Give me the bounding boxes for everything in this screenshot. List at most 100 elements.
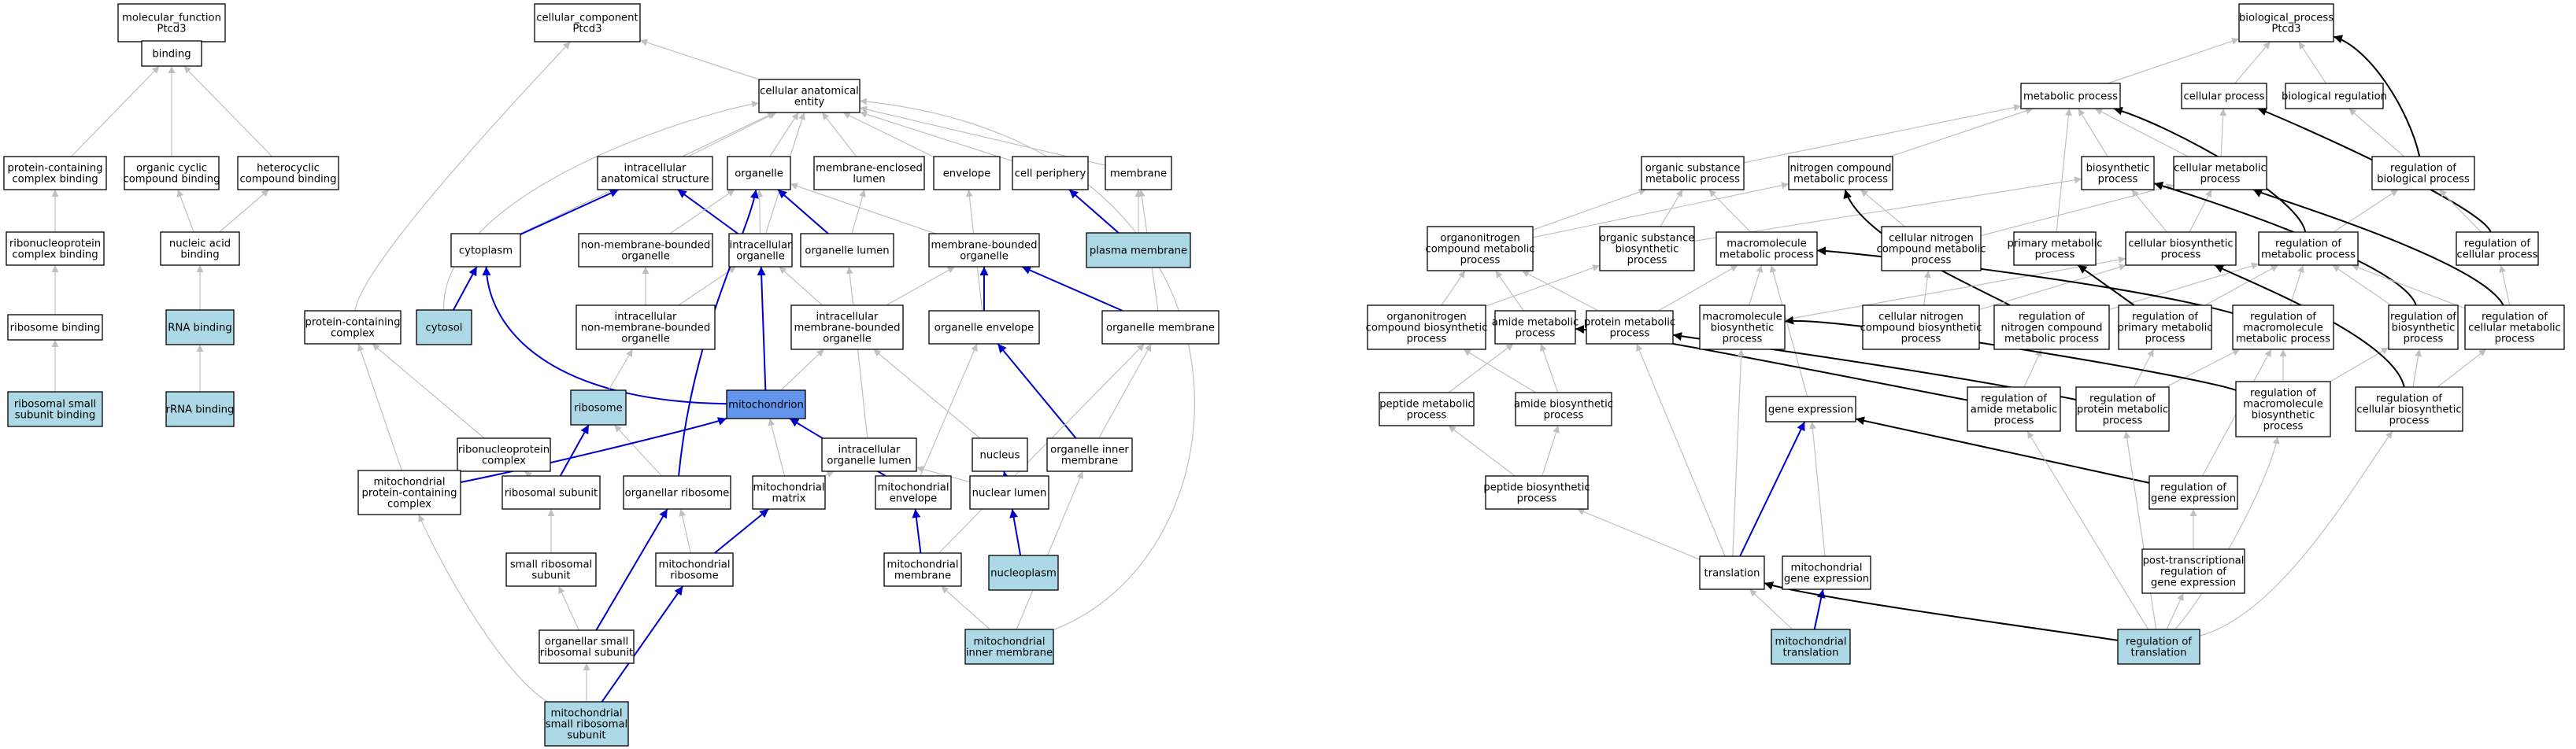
node-label-line: complex binding xyxy=(12,249,98,261)
node-intra-nmb[interactable]: intracellularnon-membrane-boundedorganel… xyxy=(576,304,716,350)
node-nucleus[interactable]: nucleus xyxy=(972,437,1028,472)
node-metabolic[interactable]: metabolic process xyxy=(2020,83,2121,109)
node-bio-regulation[interactable]: biological regulation xyxy=(2282,83,2387,109)
node-label-line: ribonucleoprotein xyxy=(9,238,101,250)
node-box xyxy=(1367,304,1486,350)
node-binding[interactable]: binding xyxy=(141,40,202,67)
node-rna-binding[interactable]: RNA binding xyxy=(165,309,235,345)
node-envelope[interactable]: envelope xyxy=(933,156,1001,190)
node-cellular-process[interactable]: cellular process xyxy=(2181,83,2267,109)
node-ribosome-binding[interactable]: ribosome binding xyxy=(7,314,103,341)
node-org-ribosome[interactable]: organellar ribosome xyxy=(623,475,731,510)
node-nuclear-lumen[interactable]: nuclear lumen xyxy=(969,475,1049,510)
node-org-membrane[interactable]: organelle membrane xyxy=(1101,310,1220,345)
node-mitochondrion[interactable]: mitochondrion xyxy=(726,389,806,419)
node-membrane[interactable]: membrane xyxy=(1105,156,1172,190)
node-label-line: envelope xyxy=(890,493,938,505)
node-label-line: membrane xyxy=(894,570,951,582)
node-plasma-membrane[interactable]: plasma membrane xyxy=(1086,232,1191,268)
node-organelle-lumen[interactable]: organelle lumen xyxy=(800,233,894,268)
node-label-line: ribosome xyxy=(574,403,622,415)
node-nucleoplasm[interactable]: nucleoplasm xyxy=(988,555,1059,591)
node-box xyxy=(933,156,1001,190)
edge-reg_translation-to-reg_protein_met xyxy=(2123,430,2157,630)
node-translation[interactable]: translation xyxy=(1699,555,1765,590)
node-cell-periphery[interactable]: cell periphery xyxy=(1012,156,1089,190)
node-rrna-binding[interactable]: rRNA binding xyxy=(165,391,235,427)
node-ribosome[interactable]: ribosome xyxy=(570,389,627,426)
node-cytoplasm[interactable]: cytoplasm xyxy=(450,233,521,268)
node-reg-macro-bios[interactable]: regulation ofmacromoleculebiosyntheticpr… xyxy=(2235,381,2331,437)
node-gene-expr[interactable]: gene expression xyxy=(1765,396,1856,422)
node-org-envelope[interactable]: organelle envelope xyxy=(928,310,1040,345)
node-cytosol[interactable]: cytosol xyxy=(416,309,472,345)
edge-protein_met-to-orgN_met xyxy=(1521,270,1599,312)
node-organelle[interactable]: organelle xyxy=(727,156,791,190)
node-rib-subunit[interactable]: ribosomal subunit xyxy=(502,475,601,510)
